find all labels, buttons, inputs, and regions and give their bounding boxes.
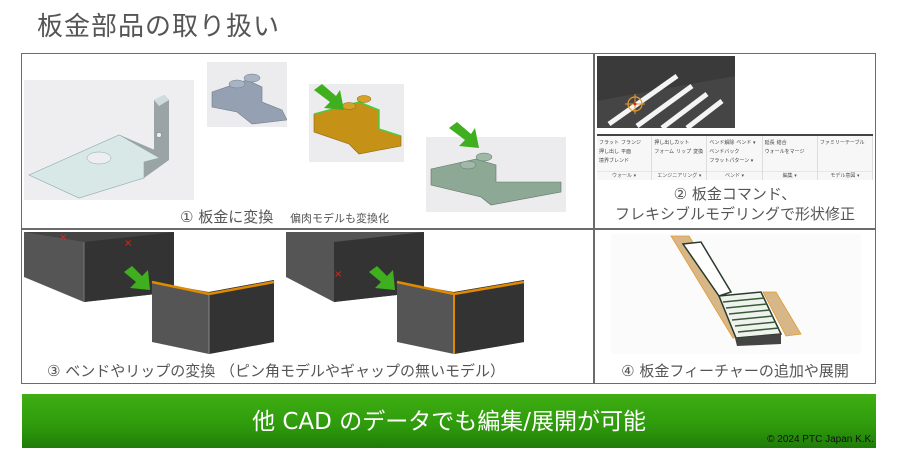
feature-grid: ① 板金に変換 偏肉モデルも変換化 フラット フランジ bbox=[21, 53, 876, 384]
ribbon-button-extrude[interactable]: 押し出し bbox=[599, 149, 620, 155]
panel-number: ③ bbox=[47, 362, 61, 380]
panel-bend-rip-conversion: × × × ③ ベンドやリップの変換 （ピン角モデルやギャップの無いモデル） bbox=[22, 230, 593, 383]
copyright-notice: © 2024 PTC Japan K.K. bbox=[767, 434, 874, 445]
arrow-right-down-icon bbox=[314, 84, 344, 110]
svg-text:×: × bbox=[59, 232, 67, 243]
ribbon-group-label[interactable]: ベンド ▾ bbox=[707, 171, 762, 179]
ribbon-button-unbend[interactable]: ベンド解除 bbox=[709, 140, 735, 146]
ribbon-button-planar[interactable]: 平面 bbox=[621, 149, 632, 155]
svg-text:×: × bbox=[334, 269, 342, 280]
ribbon-button-merge-walls[interactable]: ウォールをマージ bbox=[764, 149, 805, 155]
ribbon-group-label[interactable]: 編集 ▾ bbox=[762, 171, 817, 179]
panel-caption-line1: 板金コマンド、 bbox=[691, 185, 797, 203]
ribbon-button-extend[interactable]: 延長 bbox=[764, 140, 775, 146]
ribbon-group-label[interactable]: モデル意図 ▾ bbox=[817, 171, 873, 179]
ribbon-button-bend-back[interactable]: ベンドバック bbox=[709, 149, 740, 155]
banner-text: 他 CAD のデータでも編集/展開が可能 bbox=[252, 409, 646, 435]
ribbon-button-convert[interactable]: 変換 bbox=[693, 149, 704, 155]
panel-convert-to-sheetmetal: ① 板金に変換 偏肉モデルも変換化 bbox=[22, 54, 593, 228]
panel-caption-line2: フレキシブルモデリングで形状修正 bbox=[614, 205, 855, 223]
panel-caption-text: 板金に変換 bbox=[198, 208, 274, 226]
arrow-right-down-icon bbox=[449, 122, 479, 148]
ribbon-group-bend: ベンド解除 ベンド ▾ ベンドバック フラットパターン ▾ ベンド ▾ bbox=[707, 136, 763, 180]
panel-caption: ④ 板金フィーチャーの追加や展開 bbox=[595, 360, 875, 381]
bracket-model-image bbox=[24, 80, 194, 200]
ribbon-button-boundary-blend[interactable]: 境界ブレンド bbox=[599, 158, 630, 164]
grid-divider-vertical bbox=[593, 54, 595, 383]
panel-number: ② bbox=[673, 185, 688, 203]
grid-divider-horizontal bbox=[22, 228, 875, 230]
ribbon-group-wall: フラット フランジ 押し出し 平面 境界ブレンド ウォール ▾ bbox=[597, 136, 653, 180]
ribbon-button-join[interactable]: 結合 bbox=[776, 140, 787, 146]
ribbon-group-label[interactable]: エンジニアリング ▾ bbox=[652, 171, 707, 179]
flexible-modeling-image bbox=[597, 56, 735, 128]
ribbon-button-extrude-cut[interactable]: 押し出しカット bbox=[654, 140, 690, 146]
ribbon-button-family-table[interactable]: ファミリーテーブル bbox=[819, 140, 865, 146]
panel-number: ① bbox=[180, 208, 194, 226]
panel-caption: ③ ベンドやリップの変換 （ピン角モデルやギャップの無いモデル） bbox=[47, 360, 505, 381]
ribbon-group-model-intent: ファミリーテーブル モデル意図 ▾ bbox=[817, 136, 874, 180]
ribbon-group-edit: 延長 結合 ウォールをマージ 編集 ▾ bbox=[762, 136, 818, 180]
panel-caption: ② 板金コマンド、 フレキシブルモデリングで形状修正 bbox=[595, 184, 875, 224]
panel-sub-caption: 偏肉モデルも変換化 bbox=[290, 212, 390, 225]
ribbon-button-flat-pattern[interactable]: フラットパターン ▾ bbox=[709, 158, 754, 164]
ribbon-button-rip[interactable]: リップ bbox=[676, 149, 692, 155]
ribbon-button-bend[interactable]: ベンド ▾ bbox=[736, 140, 756, 146]
panel-sheetmetal-features: ④ 板金フィーチャーの追加や展開 bbox=[595, 230, 875, 383]
solid-model-image bbox=[207, 62, 287, 127]
page-title: 板金部品の取り扱い bbox=[37, 12, 281, 42]
sheetmetal-feature-image bbox=[611, 234, 861, 354]
ribbon-button-flat[interactable]: フラット bbox=[599, 140, 620, 146]
ribbon-group-engineering: 押し出しカット フォーム リップ 変換 エンジニアリング ▾ bbox=[652, 136, 708, 180]
svg-text:×: × bbox=[124, 238, 132, 249]
panel-caption: ① 板金に変換 偏肉モデルも変換化 bbox=[180, 206, 389, 227]
summary-banner: 他 CAD のデータでも編集/展開が可能 © 2024 PTC Japan K.… bbox=[22, 394, 876, 448]
ribbon-group-label[interactable]: ウォール ▾ bbox=[597, 171, 652, 179]
panel-caption-text: ベンドやリップの変換 （ピン角モデルやギャップの無いモデル） bbox=[65, 362, 506, 380]
panel-caption-text: 板金フィーチャーの追加や展開 bbox=[639, 362, 849, 380]
sheetmetal-ribbon-toolbar: フラット フランジ 押し出し 平面 境界ブレンド ウォール ▾ 押し出しカット … bbox=[597, 134, 874, 180]
bend-rip-conversion-image: × × × bbox=[24, 232, 525, 354]
panel-number: ④ bbox=[621, 362, 635, 380]
ribbon-button-flange[interactable]: フランジ bbox=[621, 140, 642, 146]
panel-sheetmetal-commands: フラット フランジ 押し出し 平面 境界ブレンド ウォール ▾ 押し出しカット … bbox=[595, 54, 875, 228]
ribbon-button-form[interactable]: フォーム bbox=[654, 149, 675, 155]
converted-sheetmetal-image bbox=[426, 137, 566, 212]
